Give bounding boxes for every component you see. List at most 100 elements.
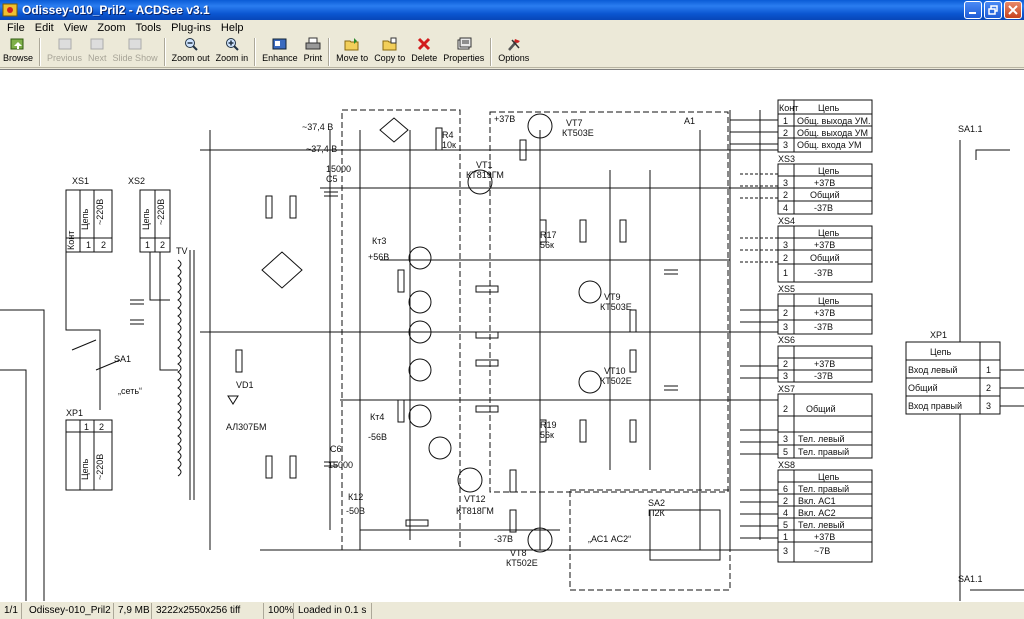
copy-to-button[interactable]: Copy to: [371, 36, 408, 68]
svg-text:Цепь: Цепь: [930, 347, 952, 357]
svg-text:-37В: -37В: [814, 268, 833, 278]
svg-text:XS7: XS7: [778, 384, 795, 394]
svg-text:XP1: XP1: [66, 408, 83, 418]
title-bar: Odissey-010_Pril2 - ACDSee v3.1: [0, 0, 1024, 20]
svg-text:VD1: VD1: [236, 380, 254, 390]
xs6-table: XS6 2+37В 3-37В: [777, 335, 873, 383]
next-button[interactable]: Next: [85, 36, 110, 68]
previous-button[interactable]: Previous: [44, 36, 85, 68]
menu-zoom[interactable]: Zoom: [97, 22, 126, 34]
svg-text:2: 2: [783, 190, 788, 200]
svg-text:VT10: VT10: [604, 366, 626, 376]
options-tools-icon: [507, 39, 520, 51]
svg-text:+37В: +37В: [814, 178, 835, 188]
svg-text:1: 1: [86, 240, 91, 250]
svg-text:2: 2: [99, 422, 104, 432]
svg-text:КТ818ГМ: КТ818ГМ: [456, 506, 494, 516]
svg-text:15000: 15000: [326, 164, 351, 174]
status-file-size: 7,9 MB: [114, 602, 152, 619]
svg-text:КТ819ГМ: КТ819ГМ: [466, 170, 504, 180]
svg-text:2: 2: [783, 404, 788, 414]
print-button[interactable]: Print: [301, 36, 326, 68]
maximize-button[interactable]: [984, 1, 1002, 19]
svg-text:1: 1: [986, 365, 991, 375]
svg-text:1: 1: [783, 532, 788, 542]
svg-text:КТ503Е: КТ503Е: [562, 128, 594, 138]
svg-text:-37В: -37В: [814, 322, 833, 332]
svg-text:Цепь: Цепь: [818, 228, 840, 238]
svg-text:~7В: ~7В: [814, 546, 830, 556]
xs1-label: XS1: [72, 176, 89, 186]
menu-plugins[interactable]: Plug-ins: [171, 22, 211, 34]
svg-text:56к: 56к: [540, 240, 554, 250]
svg-text:XS6: XS6: [778, 335, 795, 345]
options-button[interactable]: Options: [495, 36, 532, 68]
svg-text:TV: TV: [176, 246, 188, 256]
svg-text:VT8: VT8: [510, 548, 527, 558]
svg-text:Цепь: Цепь: [80, 458, 90, 480]
zoom-out-button[interactable]: Zoom out: [169, 36, 213, 68]
menu-help[interactable]: Help: [220, 22, 244, 34]
slideshow-button[interactable]: Slide Show: [110, 36, 161, 68]
xs5-table: XS5 Цепь 2+37В 3-37В: [777, 284, 873, 335]
svg-text:Вкл. АС2: Вкл. АС2: [798, 508, 836, 518]
svg-text:3: 3: [986, 401, 991, 411]
svg-text:Конт: Конт: [66, 231, 76, 250]
svg-text:+37В: +37В: [814, 359, 835, 369]
svg-text:-37В: -37В: [814, 203, 833, 213]
properties-button[interactable]: Properties: [440, 36, 487, 68]
move-to-button[interactable]: Move to: [333, 36, 371, 68]
slideshow-icon: [128, 38, 142, 50]
svg-text:3: 3: [783, 178, 788, 188]
acdsee-app-icon[interactable]: [2, 2, 18, 18]
svg-text:10к: 10к: [442, 140, 456, 150]
svg-text:2: 2: [783, 496, 788, 506]
close-button[interactable]: [1004, 1, 1022, 19]
svg-text:2: 2: [101, 240, 106, 250]
zoom-in-button[interactable]: Zoom in: [213, 36, 252, 68]
restore-icon: [988, 5, 998, 15]
move-folder-icon: [344, 38, 359, 51]
svg-text:„сеть“: „сеть“: [118, 386, 142, 396]
svg-text:R4: R4: [442, 130, 454, 140]
next-icon: [90, 38, 104, 50]
svg-text:Цепь: Цепь: [80, 208, 90, 230]
svg-text:-50В: -50В: [346, 506, 365, 516]
svg-text:~220В: ~220В: [95, 199, 105, 225]
svg-text:Общий: Общий: [810, 253, 840, 263]
svg-text:Цепь: Цепь: [818, 103, 840, 113]
delete-button[interactable]: Delete: [408, 36, 440, 68]
svg-text:2: 2: [986, 383, 991, 393]
svg-text:2: 2: [783, 253, 788, 263]
svg-text:+56В: +56В: [368, 252, 389, 262]
svg-text:3: 3: [783, 140, 788, 150]
status-bar: 1/1 Odissey-010_Pril2 7,9 MB 3222x2550x2…: [0, 601, 1024, 619]
svg-text:Вход правый: Вход правый: [908, 401, 962, 411]
svg-text:XS5: XS5: [778, 284, 795, 294]
svg-text:1: 1: [783, 268, 788, 278]
svg-text:Общий: Общий: [806, 404, 836, 414]
enhance-button[interactable]: Enhance: [259, 36, 301, 68]
svg-text:+37В: +37В: [814, 532, 835, 542]
svg-text:3: 3: [783, 434, 788, 444]
svg-text:XS8: XS8: [778, 460, 795, 470]
svg-text:3: 3: [783, 240, 788, 250]
svg-text:XS4: XS4: [778, 216, 795, 226]
menu-edit[interactable]: Edit: [34, 22, 54, 34]
svg-text:56к: 56к: [540, 430, 554, 440]
svg-text:2: 2: [783, 308, 788, 318]
svg-text:5: 5: [783, 520, 788, 530]
delete-icon: [418, 37, 431, 51]
toolbar-separator: [490, 38, 493, 66]
svg-text:~220В: ~220В: [156, 199, 166, 225]
minimize-button[interactable]: [964, 1, 982, 19]
browse-button[interactable]: Browse: [0, 36, 36, 68]
menu-file[interactable]: File: [7, 22, 25, 34]
menu-tools[interactable]: Tools: [135, 22, 162, 34]
menu-view[interactable]: View: [63, 22, 88, 34]
svg-text:~37,4 В: ~37,4 В: [302, 122, 333, 132]
